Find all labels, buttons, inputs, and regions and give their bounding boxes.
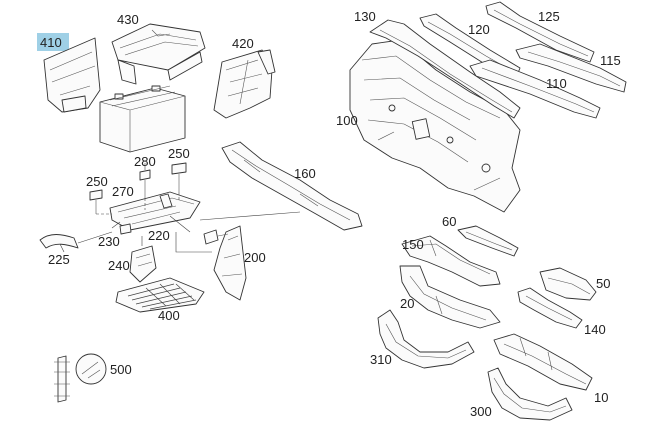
label-115[interactable]: 115 <box>600 53 621 68</box>
label-160[interactable]: 160 <box>294 166 316 181</box>
label-280[interactable]: 280 <box>134 154 156 169</box>
label-410[interactable]: 410 <box>40 35 62 50</box>
part-300-support[interactable] <box>487 367 573 421</box>
label-500[interactable]: 500 <box>110 362 132 377</box>
label-420[interactable]: 420 <box>232 36 254 51</box>
label-125[interactable]: 125 <box>538 9 560 24</box>
label-270[interactable]: 270 <box>112 184 134 199</box>
bolt-200[interactable] <box>203 229 229 245</box>
label-220[interactable]: 220 <box>148 228 170 243</box>
label-400[interactable]: 400 <box>158 308 180 323</box>
fastener-280[interactable] <box>139 163 151 198</box>
label-100[interactable]: 100 <box>336 113 358 128</box>
label-10[interactable]: 10 <box>594 390 608 405</box>
part-410-battery-cover[interactable] <box>37 33 101 113</box>
label-200[interactable]: 200 <box>244 250 266 265</box>
part-200-bracket[interactable] <box>213 225 247 301</box>
label-250-left[interactable]: 250 <box>86 174 108 189</box>
part-115-cowl-panel[interactable] <box>515 43 627 93</box>
part-140-rail[interactable] <box>517 287 583 329</box>
label-50[interactable]: 50 <box>596 276 610 291</box>
label-300[interactable]: 300 <box>470 404 492 419</box>
part-10-longitudinal[interactable] <box>493 333 593 391</box>
label-250-right[interactable]: 250 <box>168 146 190 161</box>
connection-lines <box>96 192 301 253</box>
label-230[interactable]: 230 <box>98 234 120 249</box>
part-400-floor-tray[interactable] <box>115 277 205 313</box>
part-160-rail[interactable] <box>221 141 363 231</box>
part-110-cowl-lower[interactable] <box>469 59 601 119</box>
part-500-fastener-kit[interactable] <box>54 353 107 403</box>
label-20[interactable]: 20 <box>400 296 414 311</box>
label-110[interactable]: 110 <box>546 76 567 91</box>
part-430-upper-tray[interactable] <box>111 23 206 85</box>
battery[interactable] <box>99 85 186 153</box>
fastener-250-right[interactable] <box>171 162 187 192</box>
part-230-clip[interactable] <box>119 223 132 235</box>
label-225[interactable]: 225 <box>48 252 70 267</box>
label-120[interactable]: 120 <box>468 22 490 37</box>
part-130-crossmember[interactable] <box>369 19 521 119</box>
highlight-box-410 <box>37 33 69 51</box>
label-150[interactable]: 150 <box>402 237 424 252</box>
label-140[interactable]: 140 <box>584 322 606 337</box>
part-220-battery-tray[interactable] <box>109 191 201 231</box>
part-50-panel[interactable] <box>539 267 597 301</box>
part-225-cable[interactable] <box>39 231 113 253</box>
label-240[interactable]: 240 <box>108 258 130 273</box>
part-150-wheelhouse-front[interactable] <box>401 235 501 287</box>
label-430[interactable]: 430 <box>117 12 139 27</box>
label-130[interactable]: 130 <box>354 9 376 24</box>
label-310[interactable]: 310 <box>370 352 392 367</box>
part-420-side-cover[interactable] <box>213 49 276 119</box>
part-60-bracket[interactable] <box>457 225 519 257</box>
part-310-support[interactable] <box>377 309 475 369</box>
label-60[interactable]: 60 <box>442 214 456 229</box>
part-240-bracket[interactable] <box>129 236 157 283</box>
part-125-cowl-cover[interactable] <box>485 1 595 63</box>
part-20-wheelhouse[interactable] <box>399 265 501 329</box>
fastener-250-left[interactable] <box>89 189 103 214</box>
part-labels: 410 430 420 280 250 250 270 230 220 225 … <box>40 9 621 419</box>
